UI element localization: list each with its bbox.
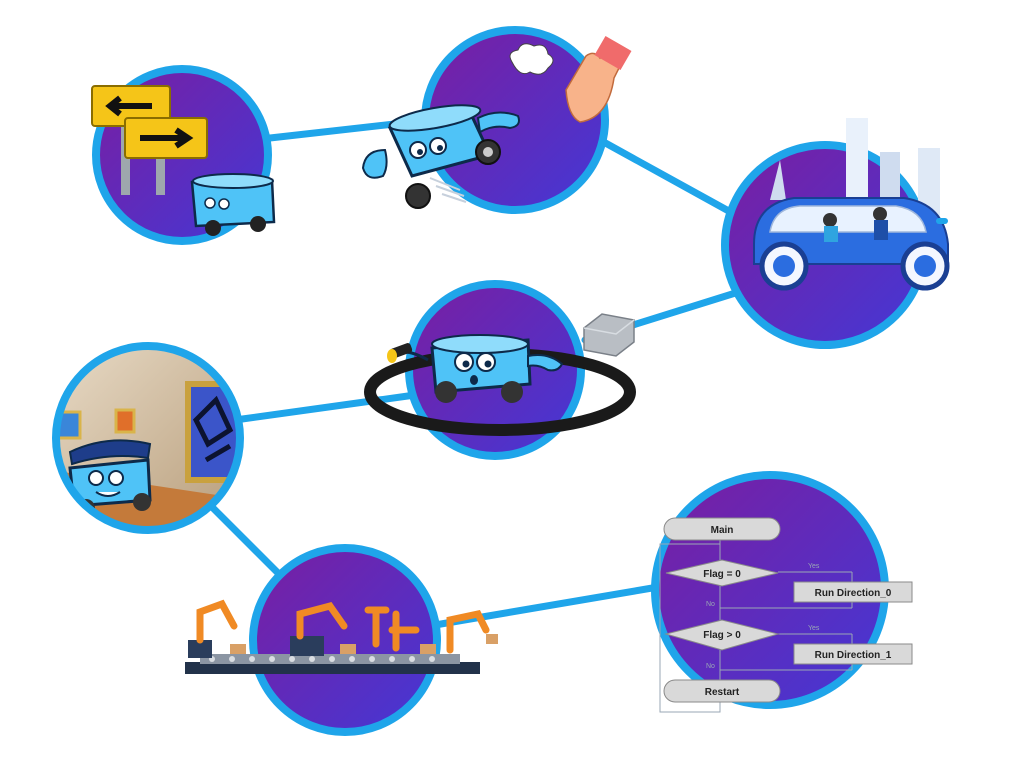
robot-flashlight-icon: [364, 280, 636, 460]
flow-decision-1-label: Flag = 0: [703, 569, 741, 580]
flow-decision-2: [664, 619, 780, 651]
flow-no-label-2: No: [706, 663, 715, 670]
flow-action-2-label: Run Direction_1: [815, 650, 892, 661]
flow-end-label: Restart: [705, 687, 740, 698]
flow-end-node: [663, 679, 781, 703]
flow-action-1-label: Run Direction_0: [815, 588, 892, 599]
flow-action-1: [793, 581, 913, 603]
museum-guard-robot-icon: [52, 342, 244, 534]
flow-no-label-1: No: [706, 601, 715, 608]
flow-start-node: [663, 517, 781, 541]
flow-action-2: [793, 643, 913, 665]
factory-conveyor-icon: [185, 544, 498, 736]
direction-signs-icon: [91, 65, 276, 245]
flow-yes-label-2: Yes: [808, 625, 820, 632]
robot-peek-icon: [190, 173, 276, 236]
flowchart-program-icon: Main Flag = 0 Yes No Run Direction_0 Fla…: [651, 471, 913, 713]
flow-decision-1: [665, 559, 779, 587]
connector-museum-to-factory: [206, 501, 284, 579]
flow-yes-label-1: Yes: [808, 563, 820, 570]
connector-bump-to-vehicle: [596, 136, 749, 224]
flow-start-label: Main: [711, 525, 734, 536]
flow-decision-2-label: Flag > 0: [703, 630, 741, 641]
autonomous-vehicle-icon: [721, 118, 950, 349]
connector-flashlight-to-museum: [231, 391, 419, 424]
robot-bump-icon: [361, 26, 632, 214]
